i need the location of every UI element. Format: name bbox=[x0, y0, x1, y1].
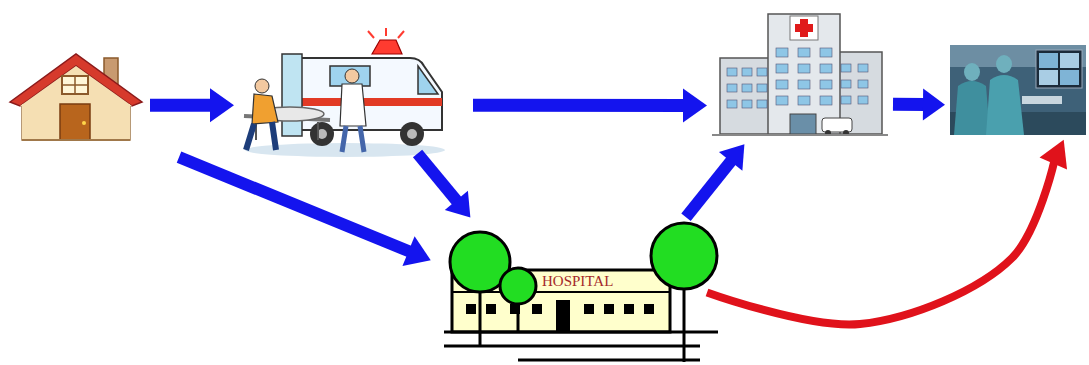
arrow-shaft bbox=[418, 154, 458, 203]
flow-arrow bbox=[473, 88, 707, 122]
house-icon bbox=[10, 54, 142, 140]
arrow-shaft bbox=[179, 157, 411, 252]
cath-lab-node bbox=[948, 44, 1086, 136]
flow-arrow bbox=[686, 144, 744, 217]
arrow-shaft bbox=[893, 98, 925, 111]
arrow-head bbox=[923, 89, 945, 121]
flow-arrow bbox=[179, 157, 431, 266]
arrow-head bbox=[402, 236, 430, 266]
arrow-head bbox=[210, 88, 234, 122]
local-hospital-node: HOSPITAL bbox=[440, 222, 725, 362]
flow-arrow bbox=[707, 140, 1067, 325]
flow-arrow bbox=[150, 88, 234, 122]
arrow-head bbox=[683, 88, 707, 122]
flow-arrow bbox=[893, 89, 945, 121]
arrow-head bbox=[445, 191, 471, 218]
home-node bbox=[10, 50, 142, 142]
arrow-shaft bbox=[150, 99, 212, 112]
hospital-node bbox=[715, 8, 887, 138]
local-hospital-icon bbox=[444, 223, 718, 362]
hospital-building-icon bbox=[712, 14, 888, 136]
arrow-head bbox=[719, 144, 744, 171]
arrow-shaft bbox=[707, 161, 1054, 324]
ambulance-icon bbox=[244, 28, 445, 157]
cath-lab-photo bbox=[950, 45, 1086, 135]
hospital-label: HOSPITAL bbox=[542, 274, 613, 289]
arrow-shaft bbox=[473, 99, 685, 112]
flow-arrow bbox=[418, 154, 471, 218]
ambulance-node bbox=[240, 38, 445, 158]
arrow-shaft bbox=[686, 160, 732, 218]
arrow-head bbox=[1040, 140, 1067, 170]
